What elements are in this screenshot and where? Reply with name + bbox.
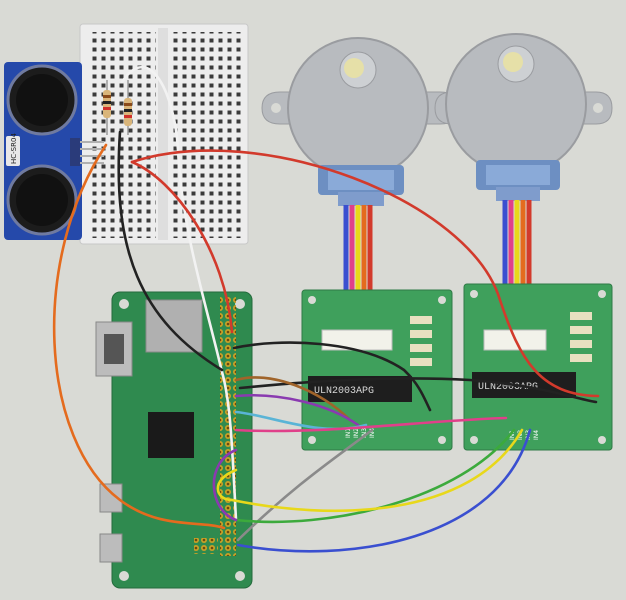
pi-micro-usb-2 xyxy=(99,533,123,563)
driver-1-pin-in2: IN2 xyxy=(353,428,360,438)
stepper-motor-2 xyxy=(434,33,613,201)
wire-purple-loop xyxy=(212,448,238,522)
driver-2-chip-label: ULN2003APG xyxy=(478,382,538,393)
wire-purple xyxy=(234,394,360,427)
wires xyxy=(52,65,600,553)
wire-orange xyxy=(52,143,226,530)
driver-2-pin-in4: IN4 xyxy=(533,430,540,440)
wire-black-driver-1 xyxy=(232,341,432,412)
driver-1-chip-label: ULN2003APG xyxy=(314,386,374,397)
driver-1-pin-in3: IN3 xyxy=(361,428,368,438)
driver-board-2: ULN2003APG IN1 IN2 IN3 IN4 xyxy=(463,283,613,451)
wire-black-sensor xyxy=(117,130,224,372)
wire-grey xyxy=(236,428,374,542)
ultrasonic-sensor: HC-SR04 xyxy=(4,62,104,240)
pi-micro-usb-1 xyxy=(99,483,123,513)
wire-blue xyxy=(236,428,532,553)
wire-brown xyxy=(234,376,352,422)
resistor-2 xyxy=(124,80,132,135)
pi-gpio-header xyxy=(220,296,236,556)
raspberry-pi-zero xyxy=(95,291,253,589)
resistor-1 xyxy=(103,80,111,135)
driver-2-pin-in1: IN1 xyxy=(509,430,516,440)
wire-black-driver-2 xyxy=(238,377,598,404)
wire-red-power xyxy=(130,149,600,398)
wire-pink xyxy=(234,416,508,433)
wire-yellow xyxy=(230,428,524,513)
wire-green xyxy=(234,428,516,524)
breadboard xyxy=(79,23,249,245)
sensor-label: HC-SR04 xyxy=(10,133,18,164)
driver-1-pin-in4: IN4 xyxy=(369,428,376,438)
driver-1-pin-in1: IN1 xyxy=(345,428,352,438)
wire-yellow-loop xyxy=(216,468,238,502)
pi-processor xyxy=(148,412,194,458)
wire-white xyxy=(120,65,238,522)
wire-red-pi xyxy=(130,160,234,334)
